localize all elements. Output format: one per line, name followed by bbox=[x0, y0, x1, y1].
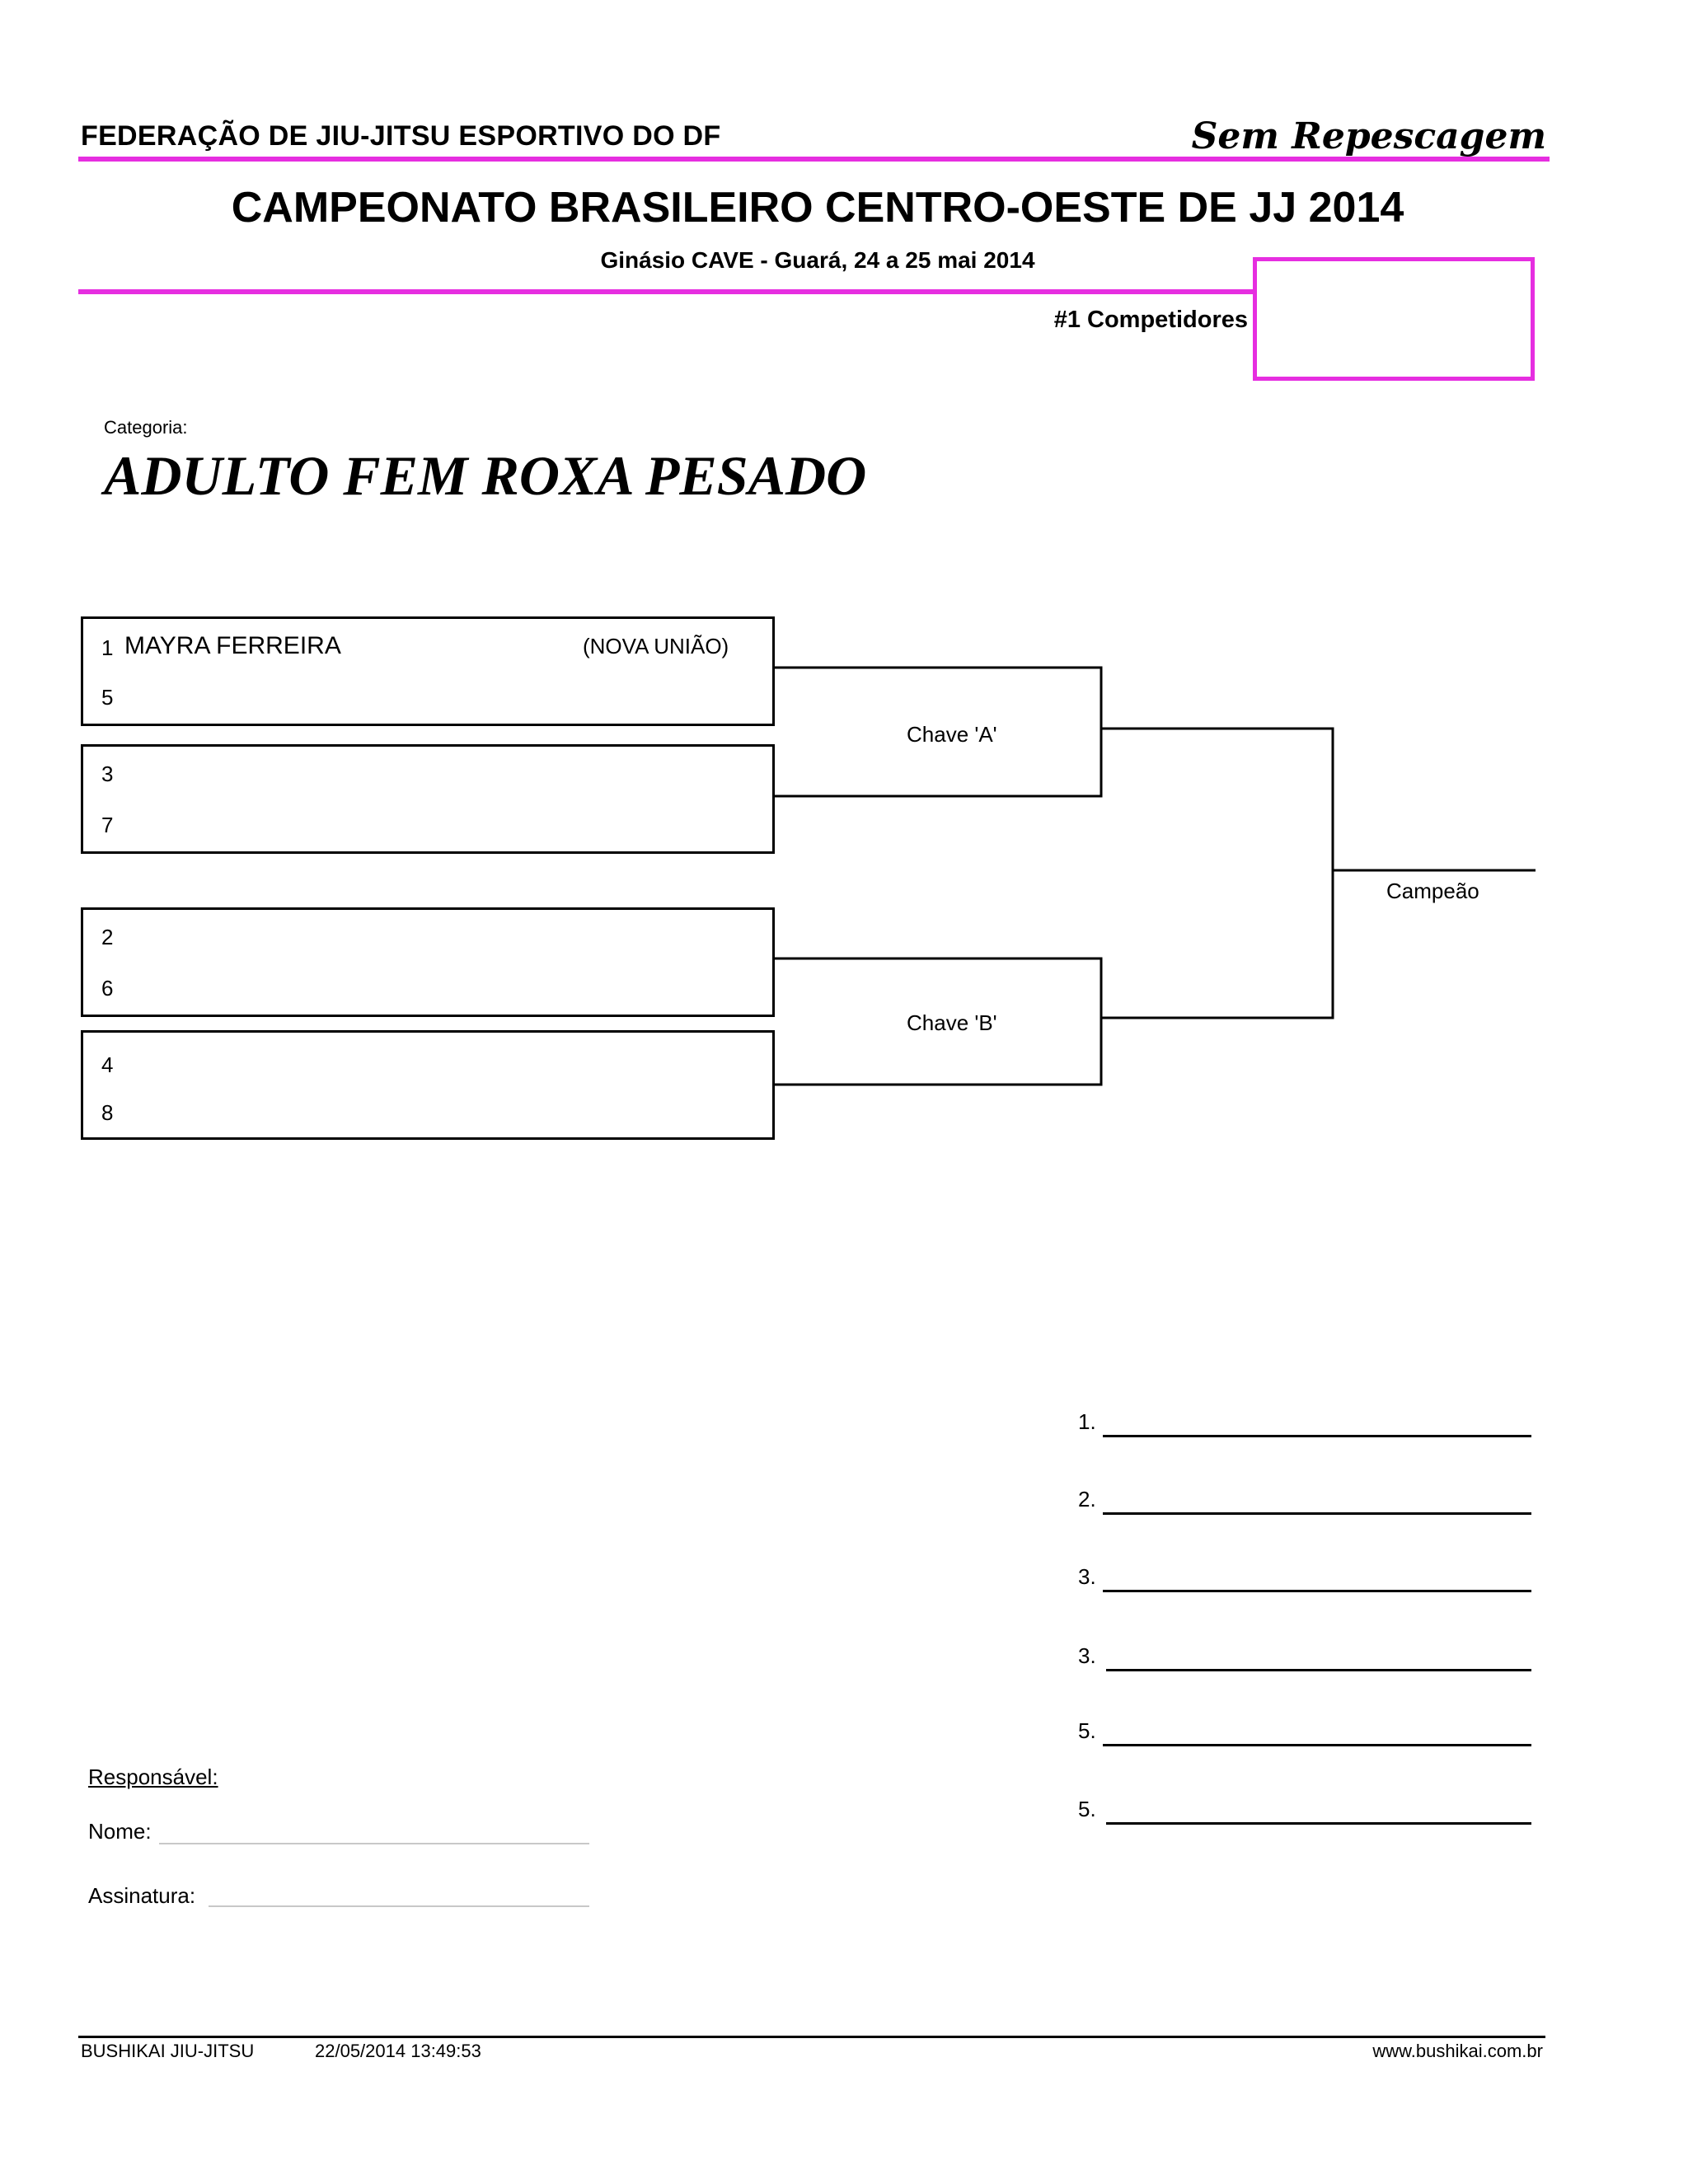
header-divider-top bbox=[78, 157, 1550, 162]
footer-organization: BUSHIKAI JIU-JITSU bbox=[81, 2041, 255, 2061]
championship-title: CAMPEONATO BRASILEIRO CENTRO-OESTE DE JJ… bbox=[231, 184, 1404, 232]
placement-number: 3. bbox=[1078, 1643, 1096, 1668]
name-field[interactable] bbox=[159, 1843, 589, 1844]
placement-row: 2. bbox=[1078, 1487, 1531, 1520]
seed-number: 5 bbox=[101, 685, 114, 710]
repescagem-label: Sem Repescagem bbox=[1191, 115, 1546, 157]
placement-row: 3. bbox=[1078, 1643, 1531, 1676]
category-label: Categoria: bbox=[104, 417, 188, 438]
seed-number: 8 bbox=[101, 1100, 114, 1125]
placement-line bbox=[1103, 1435, 1531, 1437]
placement-number: 3. bbox=[1078, 1564, 1096, 1589]
name-label: Nome: bbox=[88, 1819, 152, 1844]
signature-label: Assinatura: bbox=[88, 1883, 196, 1908]
bracket-line-b bbox=[775, 957, 1103, 1086]
placement-line bbox=[1106, 1822, 1531, 1825]
competitors-count: #1 Competidores bbox=[1053, 307, 1248, 333]
category-name: ADULTO FEM ROXA PESADO bbox=[104, 444, 867, 507]
bracket-line-a bbox=[775, 666, 1103, 798]
seed-number: 3 bbox=[101, 762, 114, 786]
footer-divider bbox=[78, 2036, 1545, 2038]
fight-box-1: 1 MAYRA FERREIRA (NOVA UNIÃO) 5 bbox=[81, 616, 775, 726]
placement-number: 1. bbox=[1078, 1409, 1096, 1434]
seed-number: 6 bbox=[101, 976, 114, 1001]
champion-label: Campeão bbox=[1386, 879, 1479, 903]
placement-row: 1. bbox=[1078, 1409, 1531, 1442]
placement-line bbox=[1103, 1744, 1531, 1746]
responsible-label: Responsável: bbox=[88, 1765, 218, 1789]
bracket-line-final bbox=[1101, 727, 1334, 1019]
athlete-name: MAYRA FERREIRA bbox=[124, 632, 341, 659]
federation-title: FEDERAÇÃO DE JIU-JITSU ESPORTIVO DO DF bbox=[81, 120, 721, 152]
footer-website: www.bushikai.com.br bbox=[1372, 2041, 1543, 2061]
footer-timestamp: 22/05/2014 13:49:53 bbox=[315, 2041, 481, 2061]
fight-box-4: 4 8 bbox=[81, 1030, 775, 1140]
athlete-team: (NOVA UNIÃO) bbox=[583, 634, 729, 658]
placement-number: 2. bbox=[1078, 1487, 1096, 1511]
placement-line bbox=[1103, 1590, 1531, 1592]
placement-number: 5. bbox=[1078, 1797, 1096, 1821]
placement-row: 5. bbox=[1078, 1718, 1531, 1751]
chave-a-label: Chave 'A' bbox=[907, 722, 997, 747]
placement-line bbox=[1103, 1512, 1531, 1515]
placement-row: 5. bbox=[1078, 1797, 1531, 1830]
competitors-box bbox=[1253, 257, 1535, 381]
seed-number: 4 bbox=[101, 1052, 114, 1077]
placement-row: 3. bbox=[1078, 1564, 1531, 1597]
signature-field[interactable] bbox=[209, 1905, 589, 1907]
seed-number: 2 bbox=[101, 925, 114, 949]
venue-date: Ginásio CAVE - Guará, 24 a 25 mai 2014 bbox=[600, 247, 1035, 273]
placement-line bbox=[1106, 1669, 1531, 1671]
seed-number: 7 bbox=[101, 813, 114, 837]
chave-b-label: Chave 'B' bbox=[907, 1010, 997, 1035]
header-divider-bottom bbox=[78, 289, 1255, 294]
seed-number: 1 bbox=[101, 635, 114, 660]
fight-box-3: 2 6 bbox=[81, 907, 775, 1017]
fight-box-2: 3 7 bbox=[81, 744, 775, 854]
placement-number: 5. bbox=[1078, 1718, 1096, 1743]
